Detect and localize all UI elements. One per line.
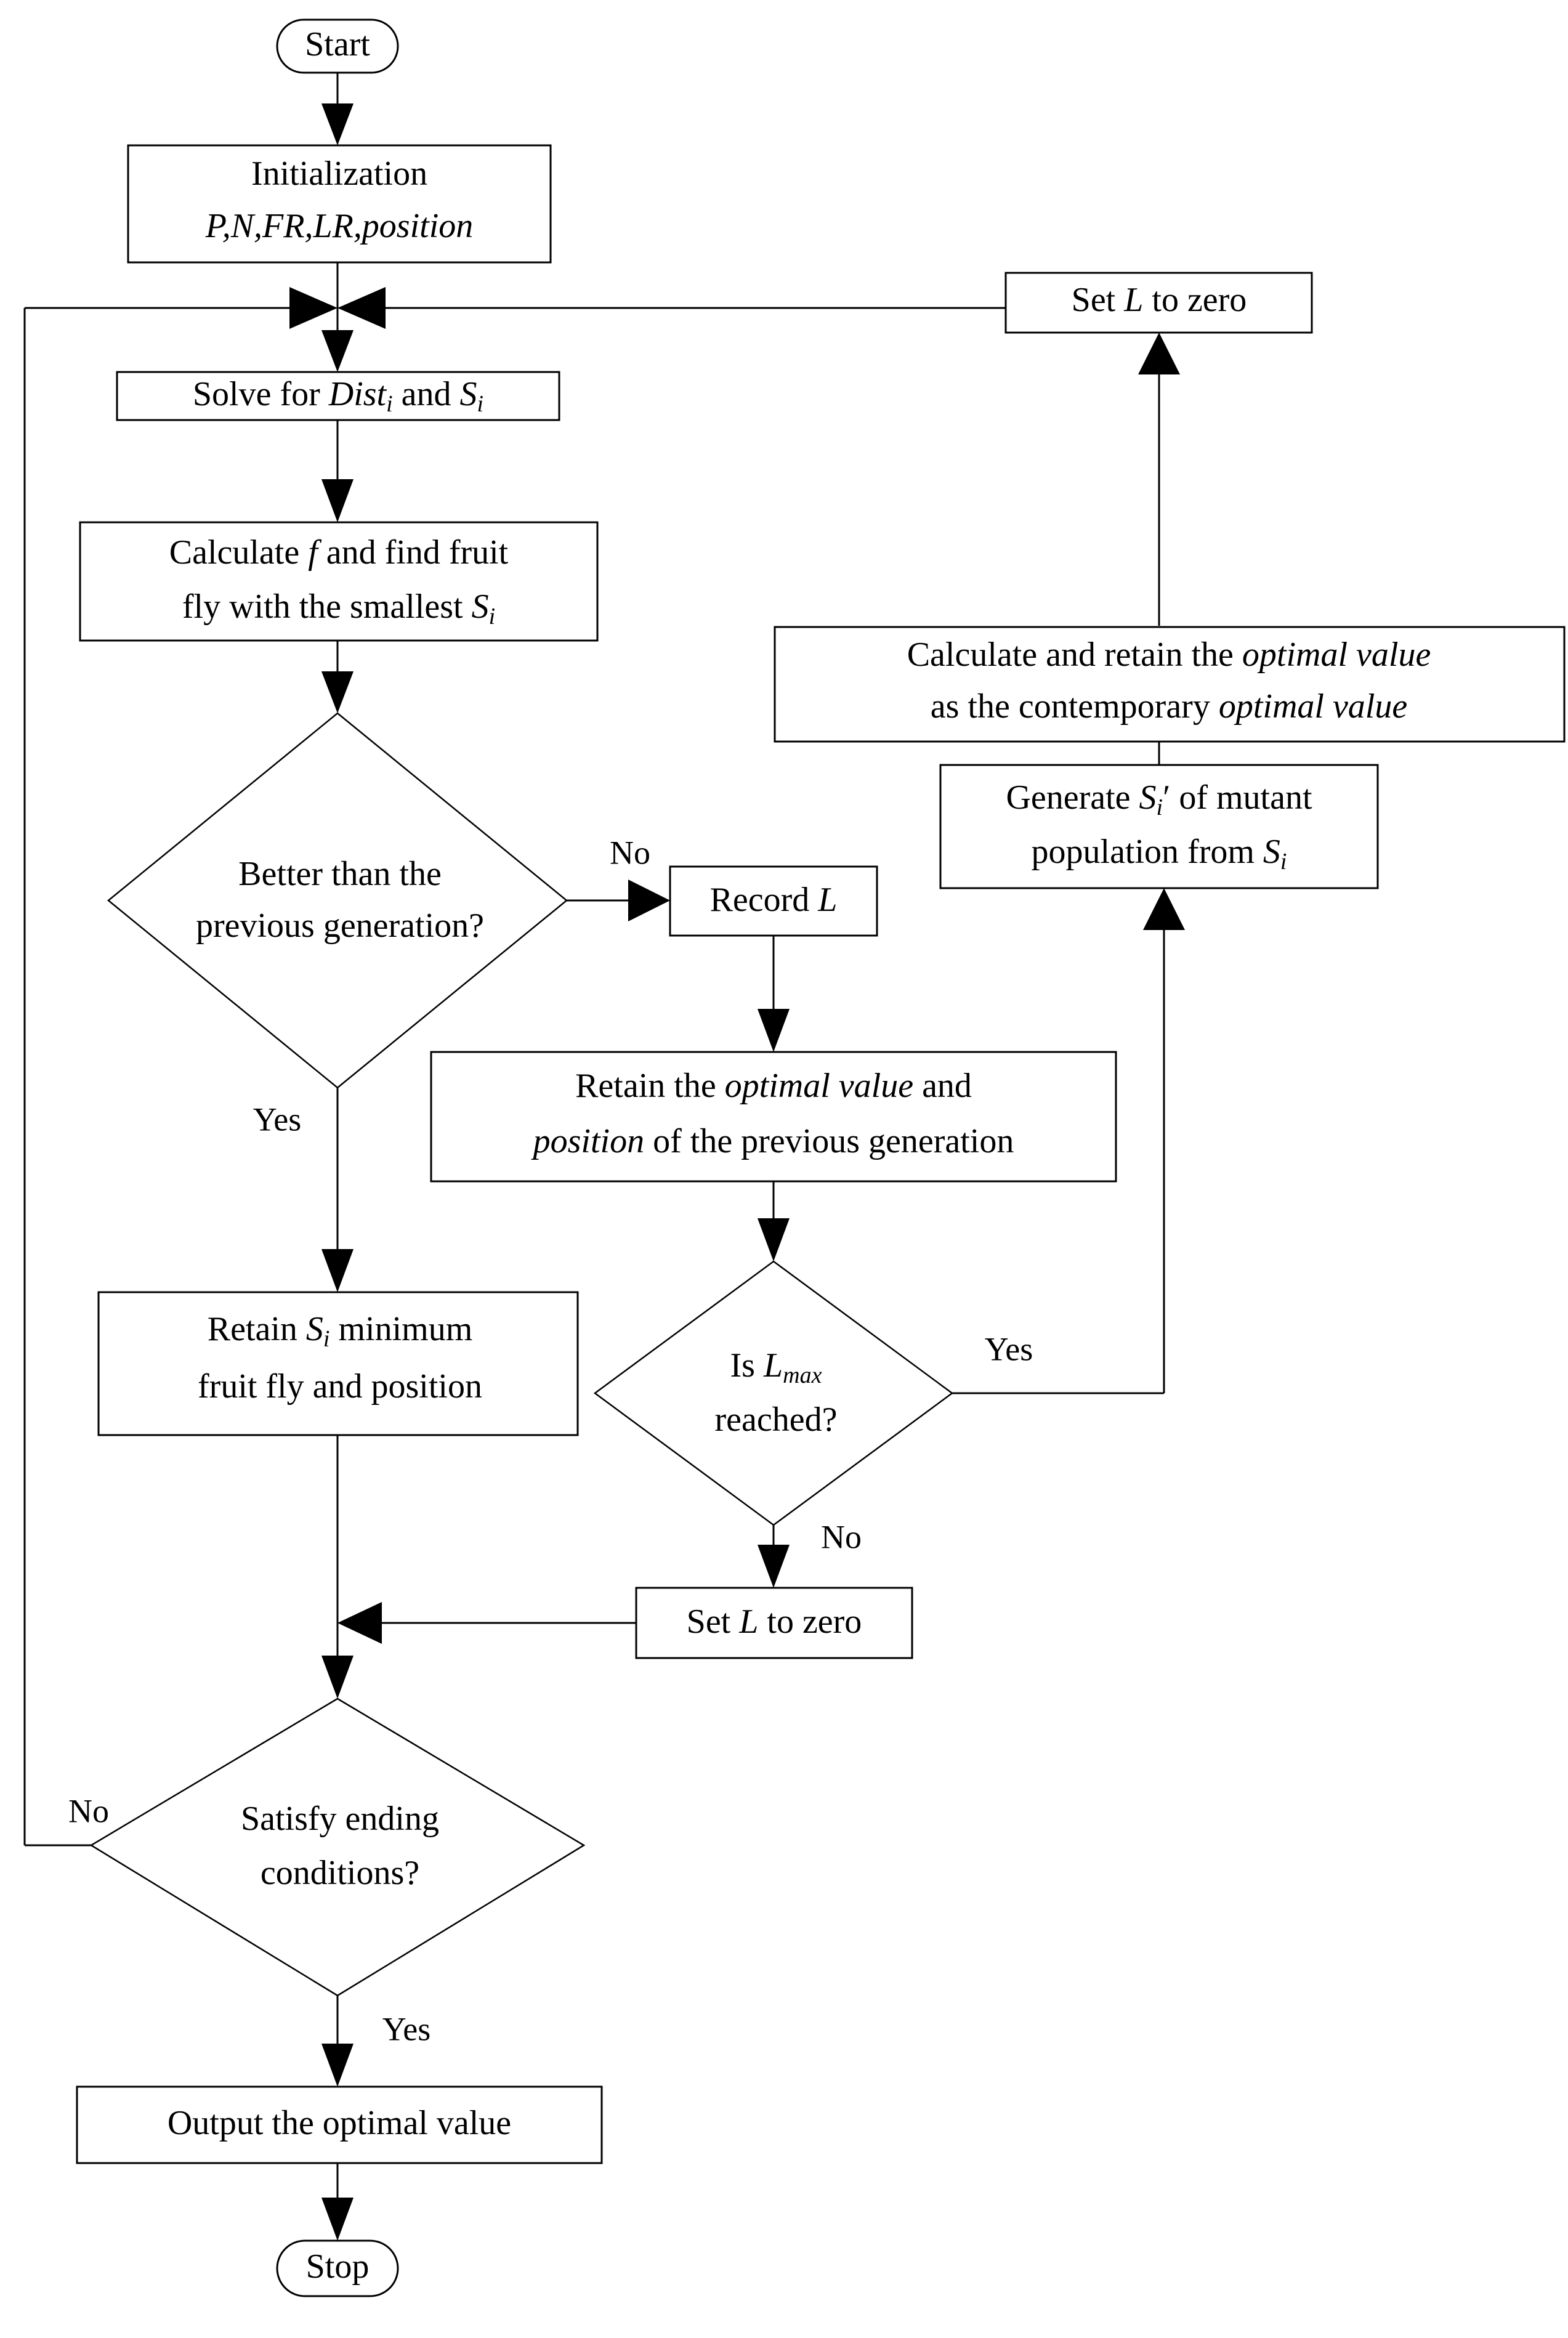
node-initialization-line2: P,N,FR,LR,position bbox=[205, 207, 474, 245]
edge-output-to-stop bbox=[321, 2163, 354, 2241]
edge-satisfy-yes-to-output bbox=[321, 1996, 354, 2087]
node-satisfy-ending[interactable]: Satisfy ending conditions? bbox=[89, 1697, 586, 1997]
node-satisfy-line1: Satisfy ending bbox=[241, 1800, 439, 1838]
edge-contemporary-to-set-l-zero-top bbox=[1138, 333, 1180, 626]
node-start[interactable]: Start bbox=[276, 18, 399, 74]
node-lmax-line1: Is Lmax bbox=[730, 1346, 822, 1388]
node-stop[interactable]: Stop bbox=[276, 2239, 399, 2297]
edge-lmax-yes-to-generate-mutant bbox=[952, 888, 1185, 1394]
edge-solve-to-calculate bbox=[321, 419, 354, 522]
node-lmax-line2: reached? bbox=[715, 1401, 838, 1439]
edge-label-lmax-yes: Yes bbox=[985, 1330, 1033, 1367]
node-output-optimal[interactable]: Output the optimal value bbox=[76, 2085, 603, 2164]
edge-calculate-to-better bbox=[321, 641, 354, 713]
node-generate-mutant-line2: population from Si bbox=[1032, 833, 1287, 875]
edge-record-l-to-retain-optimal bbox=[758, 935, 790, 1052]
node-contemporary-line2: as the contemporary optimal value bbox=[931, 687, 1407, 726]
edge-left-loop-into-junction bbox=[25, 287, 337, 329]
node-initialization-line1: Initialization bbox=[251, 155, 427, 193]
node-retain-si-line1: Retain Si minimum bbox=[208, 1310, 473, 1352]
edge-label-lmax-no: No bbox=[821, 1518, 862, 1555]
node-set-l-zero-top[interactable]: Set L to zero bbox=[1004, 272, 1313, 334]
edge-start-to-initialization bbox=[321, 73, 354, 145]
edge-label-satisfy-no: No bbox=[68, 1792, 109, 1829]
edge-label-better-yes: Yes bbox=[253, 1101, 302, 1138]
node-better-line2: previous generation? bbox=[196, 907, 484, 945]
node-start-label: Start bbox=[305, 25, 370, 63]
node-record-l-label: Record L bbox=[710, 881, 838, 919]
node-set-l-zero-top-label: Set L to zero bbox=[1072, 281, 1247, 319]
node-retain-optimal-line1: Retain the optimal value and bbox=[575, 1067, 972, 1105]
node-generate-mutant-line1: Generate Si′ of mutant bbox=[1006, 779, 1312, 820]
node-calc-retain-contemporary[interactable]: Calculate and retain the optimal value a… bbox=[774, 626, 1566, 743]
edge-better-yes-to-retain-si bbox=[321, 1088, 354, 1292]
edge-junction-to-solve bbox=[321, 308, 354, 372]
edge-set-l-zero-top-into-junction bbox=[337, 287, 1006, 329]
node-solve[interactable]: Solve for Disti and Si bbox=[116, 371, 560, 421]
edge-retain-optimal-to-lmax bbox=[758, 1181, 790, 1261]
node-better-than-previous[interactable]: Better than the previous generation? bbox=[107, 712, 568, 1089]
node-solve-label: Solve for Disti and Si bbox=[193, 375, 483, 417]
node-better-line1: Better than the bbox=[238, 855, 442, 893]
edge-lmax-no-to-set-l-zero bbox=[758, 1525, 790, 1588]
node-generate-mutant[interactable]: Generate Si′ of mutant population from S… bbox=[939, 764, 1379, 889]
node-set-l-zero-bottom-label: Set L to zero bbox=[687, 1603, 862, 1641]
node-record-l[interactable]: Record L bbox=[669, 865, 878, 937]
node-initialization[interactable]: Initialization P,N,FR,LR,position bbox=[127, 144, 552, 264]
node-retain-si-line2: fruit fly and position bbox=[198, 1367, 482, 1406]
node-retain-si-minimum[interactable]: Retain Si minimum fruit fly and position bbox=[97, 1291, 579, 1436]
node-calculate-f-line1: Calculate f and find fruit bbox=[169, 533, 509, 572]
node-calculate-f-line2: fly with the smallest Si bbox=[182, 588, 495, 629]
node-is-lmax-reached[interactable]: Is Lmax reached? bbox=[593, 1260, 954, 1526]
node-retain-optimal-line2: position of the previous generation bbox=[531, 1122, 1014, 1160]
edge-set-l-zero-bottom-to-main-column bbox=[337, 1602, 636, 1644]
node-retain-optimal-previous[interactable]: Retain the optimal value and position of… bbox=[430, 1051, 1117, 1183]
node-calculate-f[interactable]: Calculate f and find fruit fly with the … bbox=[79, 521, 599, 642]
edge-better-no-to-record-l bbox=[567, 880, 670, 921]
edge-label-satisfy-yes: Yes bbox=[382, 2010, 431, 2047]
node-contemporary-line1: Calculate and retain the optimal value bbox=[907, 636, 1431, 674]
edge-label-better-no: No bbox=[610, 834, 650, 871]
node-output-optimal-label: Output the optimal value bbox=[168, 2104, 511, 2142]
node-set-l-zero-bottom[interactable]: Set L to zero bbox=[635, 1587, 913, 1659]
edge-retain-si-to-satisfy bbox=[321, 1435, 354, 1699]
node-stop-label: Stop bbox=[306, 2247, 370, 2286]
node-satisfy-line2: conditions? bbox=[261, 1854, 419, 1892]
